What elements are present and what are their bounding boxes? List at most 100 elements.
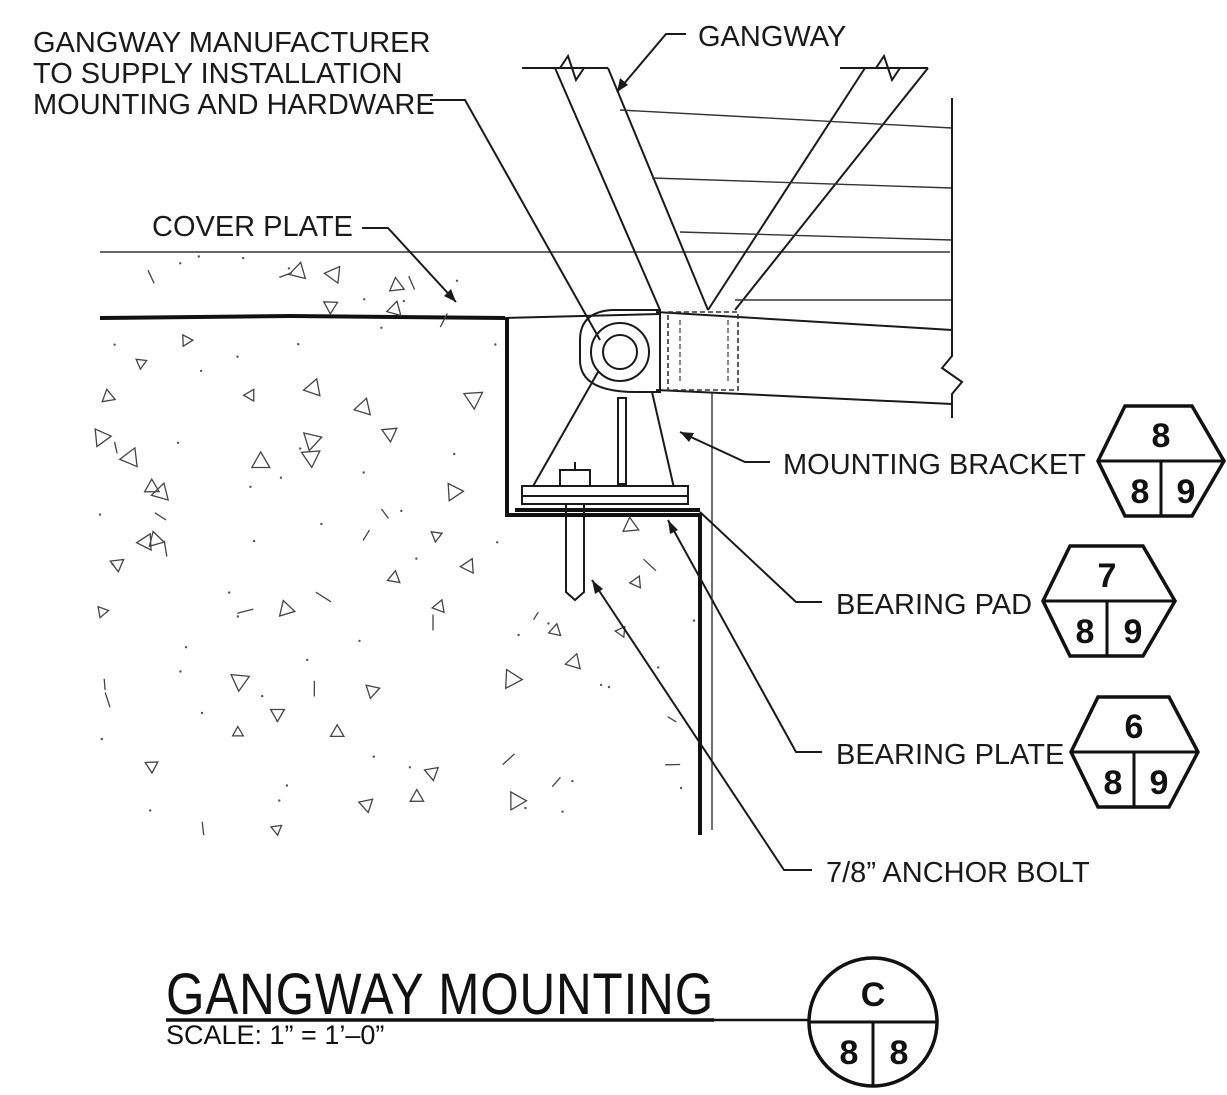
detail-reference-circle[interactable]: C 8 8 bbox=[807, 956, 939, 1088]
bearing-pad bbox=[521, 485, 689, 497]
aggregate-dot bbox=[455, 279, 459, 282]
label-gangway: GANGWAY bbox=[698, 21, 846, 53]
note-manufacturer-line3: MOUNTING AND HARDWARE bbox=[33, 89, 435, 121]
break-symbol-right bbox=[875, 53, 901, 83]
bearing-pad-layer bbox=[521, 495, 689, 505]
aggregate-triangle bbox=[231, 725, 245, 737]
aggregate-triangle bbox=[144, 761, 159, 775]
leader-mounting-bracket bbox=[679, 431, 770, 463]
aggregate-dot bbox=[453, 452, 456, 456]
aggregate-triangle bbox=[510, 790, 528, 812]
tag-sheet-left: 8 bbox=[1104, 764, 1123, 802]
tag-sheet-left: 8 bbox=[1131, 473, 1150, 511]
tag-detail-number: 7 bbox=[1098, 557, 1117, 595]
aggregate-dot bbox=[176, 441, 180, 444]
aggregate-triangle bbox=[547, 622, 562, 637]
aggregate-stroke bbox=[147, 269, 155, 284]
anchor-bolt-nut bbox=[559, 469, 591, 487]
aggregate-dot bbox=[496, 541, 499, 544]
truss-member-left-inner bbox=[607, 67, 709, 311]
aggregate-triangle bbox=[459, 557, 474, 575]
aggregate-stroke bbox=[103, 678, 106, 691]
aggregate-stroke bbox=[104, 692, 111, 708]
detail-letter: C bbox=[861, 976, 886, 1014]
truss-member-right-outer bbox=[734, 67, 929, 311]
detail-tag-mounting-bracket[interactable]: 8 8 9 bbox=[1096, 404, 1227, 518]
aggregate-triangle bbox=[150, 481, 170, 501]
cover-plate-line bbox=[99, 313, 506, 320]
aggregate-dot bbox=[279, 476, 283, 479]
aggregate-dot bbox=[306, 658, 309, 662]
aggregate-triangle bbox=[182, 333, 195, 348]
aggregate-stroke bbox=[380, 508, 389, 519]
aggregate-dot bbox=[199, 369, 203, 373]
aggregate-dot bbox=[372, 755, 375, 758]
hinge-knuckle bbox=[579, 309, 661, 393]
aggregate-dot bbox=[287, 267, 291, 270]
note-manufacturer-line1: GANGWAY MANUFACTURER bbox=[33, 27, 430, 59]
tag-sheet-left: 8 bbox=[1076, 613, 1095, 651]
aggregate-triangle bbox=[430, 598, 445, 614]
aggregate-dot bbox=[113, 343, 116, 346]
gangway-plank-line bbox=[679, 231, 953, 241]
concrete-aggregate-hatch bbox=[94, 255, 696, 837]
bearing-assembly bbox=[515, 462, 700, 602]
aggregate-stroke bbox=[643, 558, 657, 572]
aggregate-dot bbox=[299, 447, 302, 450]
gangway-frame bbox=[522, 53, 964, 418]
leader-anchor-bolt bbox=[591, 579, 812, 871]
break-symbol-left bbox=[559, 53, 585, 83]
tag-sheet-right: 9 bbox=[1124, 613, 1143, 651]
aggregate-dot bbox=[408, 766, 412, 769]
leader-cover-plate bbox=[362, 227, 457, 303]
aggregate-dot bbox=[692, 619, 696, 622]
aggregate-triangle bbox=[386, 569, 401, 584]
aggregate-triangle bbox=[622, 515, 640, 533]
truss-member-left-outer bbox=[554, 67, 661, 311]
aggregate-dot bbox=[242, 256, 245, 260]
detail-tag-bearing-plate[interactable]: 6 8 9 bbox=[1069, 695, 1200, 809]
aggregate-triangle bbox=[322, 301, 339, 316]
detail-tag-bearing-pad[interactable]: 7 8 9 bbox=[1041, 544, 1178, 658]
note-manufacturer-line2: TO SUPPLY INSTALLATION bbox=[33, 58, 403, 90]
aggregate-triangle bbox=[101, 388, 117, 403]
aggregate-dot bbox=[400, 509, 403, 513]
gangway-bottom-chord-bottom bbox=[655, 389, 953, 405]
aggregate-triangle bbox=[385, 300, 402, 317]
aggregate-dot bbox=[571, 779, 574, 783]
aggregate-stroke bbox=[362, 529, 371, 541]
label-cover-plate: COVER PLATE bbox=[152, 211, 353, 243]
tag-detail-number: 8 bbox=[1152, 417, 1171, 455]
aggregate-triangle bbox=[242, 388, 255, 403]
aggregate-dot bbox=[679, 786, 683, 790]
detail-sheet-left: 8 bbox=[840, 1034, 859, 1072]
drawing-scale: SCALE: 1” = 1’–0” bbox=[166, 1020, 384, 1050]
aggregate-triangle bbox=[365, 684, 381, 700]
aggregate-dot bbox=[184, 646, 188, 649]
label-mounting-bracket: MOUNTING BRACKET bbox=[783, 449, 1086, 481]
aggregate-dot bbox=[358, 639, 361, 643]
leader-bearing-pad bbox=[699, 511, 822, 603]
aggregate-triangle bbox=[135, 358, 148, 371]
aggregate-stroke bbox=[408, 275, 416, 290]
aggregate-dot bbox=[100, 737, 104, 741]
aggregate-dot bbox=[517, 633, 520, 637]
aggregate-stroke bbox=[154, 512, 167, 521]
aggregate-triangle bbox=[135, 532, 152, 552]
aggregate-triangle bbox=[269, 824, 283, 837]
tag-detail-number: 6 bbox=[1125, 708, 1144, 746]
leader-mounting-bracket-arrow bbox=[680, 432, 694, 442]
pit-edge-line bbox=[505, 318, 702, 835]
aggregate-dot bbox=[278, 799, 281, 802]
label-anchor-bolt: 7/8” ANCHOR BOLT bbox=[826, 857, 1090, 889]
aggregate-dot bbox=[297, 343, 300, 346]
aggregate-dot bbox=[547, 622, 550, 625]
drawing-title: GANGWAY MOUNTING bbox=[166, 962, 714, 1027]
leader-bearing-plate-arrow bbox=[668, 520, 678, 534]
bracket-gusset-right bbox=[651, 391, 675, 489]
aggregate-triangle bbox=[250, 450, 271, 469]
aggregate-triangle bbox=[118, 446, 138, 468]
aggregate-dot bbox=[179, 670, 182, 673]
detail-sheet-right: 8 bbox=[890, 1034, 909, 1072]
